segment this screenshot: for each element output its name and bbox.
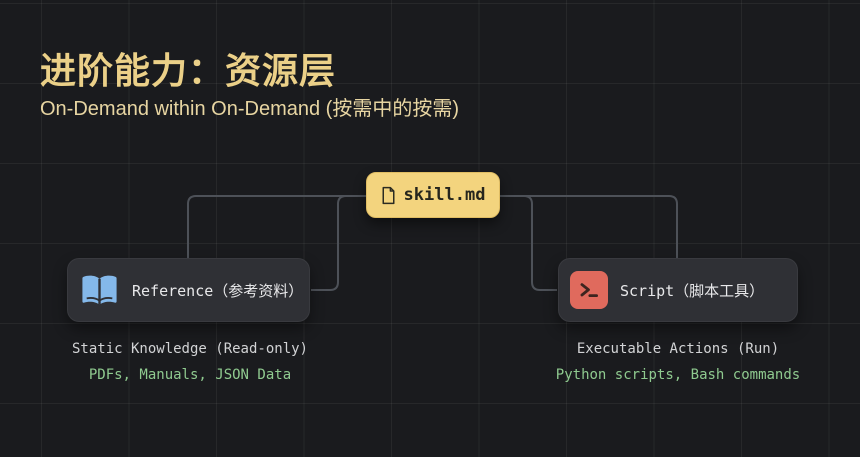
node-script-label: Script（脚本工具） bbox=[620, 281, 765, 300]
reference-description: Static Knowledge (Read-only) bbox=[71, 341, 308, 357]
connector-skill-to-reference-top bbox=[187, 195, 367, 259]
node-script: Script（脚本工具） bbox=[558, 258, 798, 322]
node-skill-md: skill.md bbox=[366, 172, 500, 218]
reference-examples: PDFs, Manuals, JSON Data bbox=[88, 367, 292, 383]
terminal-icon bbox=[570, 271, 608, 309]
node-reference: Reference（参考资料） bbox=[67, 258, 310, 322]
script-examples: Python scripts, Bash commands bbox=[555, 367, 801, 383]
node-reference-label: Reference（参考资料） bbox=[132, 281, 304, 300]
node-skill-md-label: skill.md bbox=[403, 185, 486, 205]
page-subtitle: On-Demand within On-Demand (按需中的按需) bbox=[40, 98, 459, 120]
book-open-icon bbox=[79, 271, 120, 309]
connector-skill-to-reference-side bbox=[311, 195, 367, 291]
connector-skill-to-script-top bbox=[499, 195, 678, 259]
file-icon bbox=[381, 186, 396, 205]
script-description: Executable Actions (Run) bbox=[576, 341, 780, 357]
page-title: 进阶能力：资源层 bbox=[40, 50, 337, 91]
connector-skill-to-script-side bbox=[499, 195, 557, 291]
